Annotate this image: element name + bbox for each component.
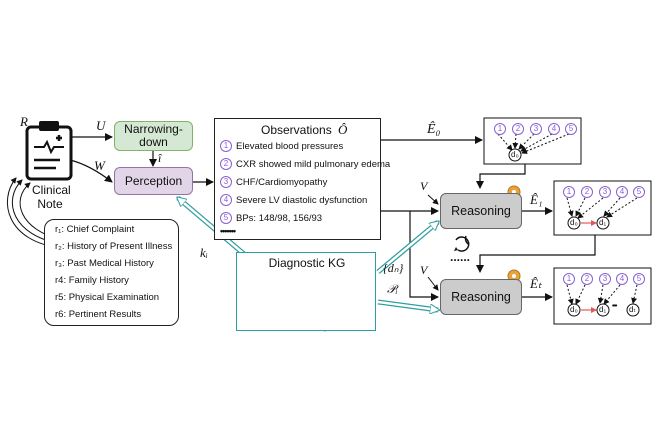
- graph-observation-number: 5: [633, 186, 645, 198]
- graph-observation-number: 4: [548, 123, 560, 135]
- kg-title: Diagnostic KG: [268, 256, 346, 270]
- observation-number: 2: [220, 158, 232, 170]
- observations-box: Observations Ô 1 Elevated blood pressures…: [214, 118, 390, 240]
- clinical-note-line2: Note: [37, 197, 63, 211]
- graph-d-label: d₀: [511, 150, 519, 159]
- clinical-note-label: Clinical Note: [32, 183, 71, 211]
- label-u: U: [96, 118, 106, 133]
- label-e0: Ê₀: [427, 122, 441, 137]
- label-i-hat: î: [158, 151, 162, 165]
- observations-title: Observations Ô: [261, 122, 347, 138]
- observation-item: 5 BPs: 148/98, 156/93: [220, 212, 322, 224]
- graph-d-label: dₜ: [629, 305, 636, 314]
- graph-observation-number: 2: [512, 123, 524, 135]
- graph-observation-number: 3: [599, 273, 611, 285]
- history-item: r₃: Past Medical History: [55, 258, 154, 269]
- label-e1: Ê₁: [530, 192, 543, 207]
- graph-d-label: d₀: [570, 305, 578, 314]
- observation-item: 3 CHF/Cardiomyopathy: [220, 176, 327, 188]
- perception-node: Perception: [114, 167, 193, 195]
- history-item: r5: Physical Examination: [55, 292, 160, 303]
- reasoning-node-2: Reasoning: [440, 279, 522, 315]
- label-dots: ......: [450, 250, 471, 264]
- observations-title-symbol: Ô: [338, 122, 348, 137]
- clinical-note-line1: Clinical: [32, 183, 71, 197]
- observation-item: 2 CXR showed mild pulmonary edema: [220, 158, 390, 170]
- graph-observation-number: 5: [633, 273, 645, 285]
- graph-observation-number: 3: [530, 123, 542, 135]
- observations-title-text: Observations: [261, 123, 332, 137]
- narrowing-line1: Narrowing-: [124, 122, 183, 136]
- label-et: Êₜ: [530, 276, 542, 291]
- label-w: W: [94, 158, 105, 173]
- graph-observation-number: 1: [494, 123, 506, 135]
- label-v2: V: [420, 263, 428, 277]
- label-v1: V: [420, 179, 428, 193]
- graph-observation-number: 2: [581, 273, 593, 285]
- history-item: r₁: Chief Complaint: [55, 224, 135, 235]
- observation-item: 4 Severe LV diastolic dysfunction: [220, 194, 367, 206]
- graph-ellipsis: •••: [612, 303, 617, 310]
- observation-number: 4: [220, 194, 232, 206]
- graph-observation-number: 3: [599, 186, 611, 198]
- observation-text: Severe LV diastolic dysfunction: [236, 194, 368, 206]
- history-item: r4: Family History: [55, 275, 129, 286]
- graph-observation-number: 4: [616, 186, 628, 198]
- reasoning-label: Reasoning: [451, 203, 511, 218]
- observation-item: 1 Elevated blood pressures: [220, 140, 343, 152]
- observation-text: CHF/Cardiomyopathy: [236, 176, 328, 188]
- observation-number: 3: [220, 176, 232, 188]
- observation-text: BPs: 148/98, 156/93: [236, 212, 323, 224]
- narrowing-down-node: Narrowing- down: [114, 121, 193, 151]
- graph-observation-number: 2: [581, 186, 593, 198]
- reasoning-node-1: Reasoning: [440, 193, 522, 229]
- graph-observation-number: 5: [565, 123, 577, 135]
- clipboard-icon: [25, 121, 73, 181]
- observation-text: Elevated blood pressures: [236, 140, 344, 152]
- graph-observation-number: 1: [563, 186, 575, 198]
- label-dn: {dₙ}: [383, 261, 404, 275]
- label-pi: 𝒫ᵢ: [387, 282, 398, 296]
- graph-d-label: d₁: [599, 305, 607, 314]
- label-ki: kᵢ: [200, 245, 208, 260]
- graph-d-label: d₁: [599, 218, 607, 227]
- perception-label: Perception: [124, 173, 183, 188]
- reasoning-label: Reasoning: [451, 289, 511, 304]
- refresh-icon: [454, 235, 470, 252]
- graph-observation-number: 4: [616, 273, 628, 285]
- narrowing-line2: down: [139, 135, 168, 149]
- history-box: r₁: Chief Complaint r₂: History of Prese…: [44, 219, 179, 326]
- label-r: R: [20, 114, 28, 129]
- observations-ellipsis: •••••••: [220, 226, 236, 236]
- observation-text: CXR showed mild pulmonary edema: [236, 158, 391, 170]
- diagnostic-kg-box: Diagnostic KG: [236, 252, 376, 331]
- history-item: r₂: History of Present Illness: [55, 241, 173, 252]
- history-item: r6: Pertinent Results: [55, 309, 142, 320]
- observation-number: 1: [220, 140, 232, 152]
- observation-number: 5: [220, 212, 232, 224]
- graph-observation-number: 1: [563, 273, 575, 285]
- graph-d-label: d₀: [570, 218, 578, 227]
